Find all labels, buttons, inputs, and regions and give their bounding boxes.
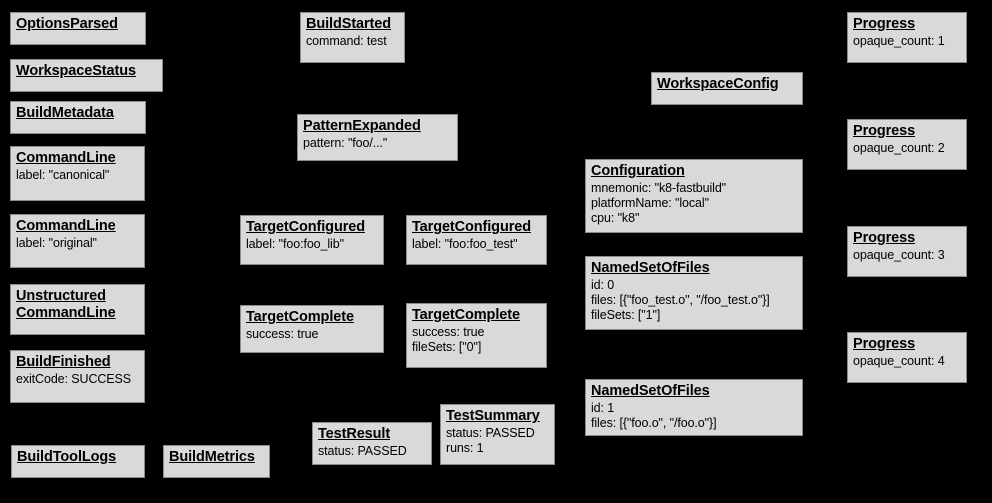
node-target-configured-foo-test[interactable]: TargetConfigured label: "foo:foo_test" <box>406 215 547 265</box>
node-title: TargetConfigured <box>412 219 531 235</box>
node-configuration[interactable]: Configuration mnemonic: "k8-fastbuild"pla… <box>585 159 803 233</box>
node-title: Configuration <box>591 163 685 179</box>
node-target-configured-foo-lib[interactable]: TargetConfigured label: "foo:foo_lib" <box>240 215 384 265</box>
node-attribute: status: PASSED <box>318 444 407 459</box>
node-attribute: fileSets: ["1"] <box>591 307 661 322</box>
node-command-line-original[interactable]: CommandLine label: "original" <box>10 214 145 268</box>
node-title: BuildToolLogs <box>17 449 117 465</box>
node-attribute: label: "foo:foo_test" <box>412 237 518 252</box>
node-attribute: id: 1 <box>591 401 615 416</box>
node-attribute: cpu: "k8" <box>591 210 640 225</box>
node-title: TestSummary <box>446 408 540 424</box>
node-title: TargetComplete <box>412 307 520 323</box>
node-pattern-expanded[interactable]: PatternExpanded pattern: "foo/..." <box>297 114 458 161</box>
node-command-line-canonical[interactable]: CommandLine label: "canonical" <box>10 146 145 201</box>
node-attribute: runs: 1 <box>446 440 484 455</box>
node-attribute: opaque_count: 2 <box>853 141 945 156</box>
node-title: Unstructured CommandLine <box>16 288 116 322</box>
node-attribute: platformName: "local" <box>591 195 709 210</box>
node-title: CommandLine <box>16 218 116 234</box>
node-attribute: success: true <box>246 327 319 342</box>
node-title: WorkspaceStatus <box>16 63 136 79</box>
node-title: TestResult <box>318 426 391 442</box>
node-options-parsed[interactable]: OptionsParsed <box>10 12 146 45</box>
node-target-complete-foo-lib[interactable]: TargetComplete success: true <box>240 305 384 353</box>
node-progress-3[interactable]: Progress opaque_count: 3 <box>847 226 967 277</box>
node-attribute: id: 0 <box>591 278 615 293</box>
node-title: CommandLine <box>16 150 116 166</box>
node-build-metadata[interactable]: BuildMetadata <box>10 101 146 134</box>
node-attribute: mnemonic: "k8-fastbuild" <box>591 181 727 196</box>
node-attribute: label: "foo:foo_lib" <box>246 237 344 252</box>
node-workspace-config[interactable]: WorkspaceConfig <box>651 72 803 105</box>
node-attribute: command: test <box>306 34 387 49</box>
node-attribute: pattern: "foo/..." <box>303 136 388 151</box>
node-attribute: opaque_count: 4 <box>853 354 945 369</box>
node-progress-4[interactable]: Progress opaque_count: 4 <box>847 332 967 383</box>
node-build-metrics[interactable]: BuildMetrics <box>163 445 270 478</box>
node-title: NamedSetOfFiles <box>591 383 710 399</box>
node-title: BuildStarted <box>306 16 392 32</box>
node-build-finished[interactable]: BuildFinished exitCode: SUCCESS <box>10 350 145 403</box>
node-attribute: exitCode: SUCCESS <box>16 372 132 387</box>
node-workspace-status[interactable]: WorkspaceStatus <box>10 59 163 92</box>
node-title: WorkspaceConfig <box>657 76 779 92</box>
node-title: Progress <box>853 123 916 139</box>
node-attribute: files: [{"foo.o", "/foo.o"}] <box>591 415 717 430</box>
node-attribute: files: [{"foo_test.o", "/foo_test.o"}] <box>591 292 770 307</box>
node-title: NamedSetOfFiles <box>591 260 710 276</box>
node-unstructured-command-line[interactable]: Unstructured CommandLine <box>10 284 145 335</box>
node-attribute: label: "original" <box>16 236 97 251</box>
node-attribute: status: PASSED <box>446 426 535 441</box>
node-title: Progress <box>853 230 916 246</box>
node-title: BuildMetrics <box>169 449 255 465</box>
node-progress-2[interactable]: Progress opaque_count: 2 <box>847 119 967 170</box>
node-title: TargetConfigured <box>246 219 365 235</box>
node-attribute: label: "canonical" <box>16 168 110 183</box>
node-attribute: fileSets: ["0"] <box>412 339 482 354</box>
node-title: BuildMetadata <box>16 105 114 121</box>
node-title: BuildFinished <box>16 354 111 370</box>
node-attribute: success: true <box>412 325 485 340</box>
node-build-started[interactable]: BuildStarted command: test <box>300 12 405 63</box>
node-title: OptionsParsed <box>16 16 118 32</box>
node-title: TargetComplete <box>246 309 354 325</box>
node-title: Progress <box>853 336 916 352</box>
node-attribute: opaque_count: 1 <box>853 34 945 49</box>
node-progress-1[interactable]: Progress opaque_count: 1 <box>847 12 967 63</box>
node-title: PatternExpanded <box>303 118 421 134</box>
node-title: Progress <box>853 16 916 32</box>
node-build-tool-logs[interactable]: BuildToolLogs <box>11 445 145 478</box>
node-test-result[interactable]: TestResult status: PASSED <box>312 422 432 465</box>
node-attribute: opaque_count: 3 <box>853 248 945 263</box>
